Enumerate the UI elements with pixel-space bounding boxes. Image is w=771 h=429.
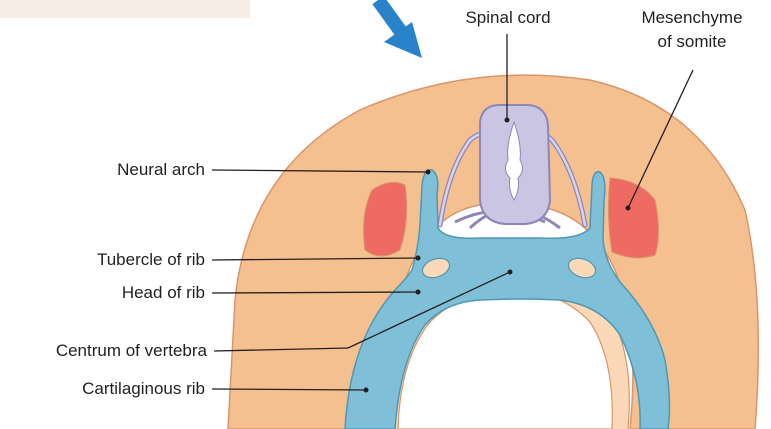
direction-arrow <box>378 0 422 58</box>
label-spinal-cord: Spinal cord <box>448 8 568 28</box>
label-neural-arch: Neural arch <box>0 160 205 180</box>
label-mesenchyme-line1: Mesenchyme <box>622 8 762 28</box>
mesenchyme-left <box>364 182 407 256</box>
label-mesenchyme-line2: of somite <box>622 32 762 52</box>
label-cartilaginous-rib: Cartilaginous rib <box>0 379 205 399</box>
background-band <box>0 0 250 18</box>
label-head-of-rib: Head of rib <box>0 283 205 303</box>
label-tubercle-of-rib: Tubercle of rib <box>0 250 205 270</box>
label-centrum-of-vertebra: Centrum of vertebra <box>0 341 207 361</box>
